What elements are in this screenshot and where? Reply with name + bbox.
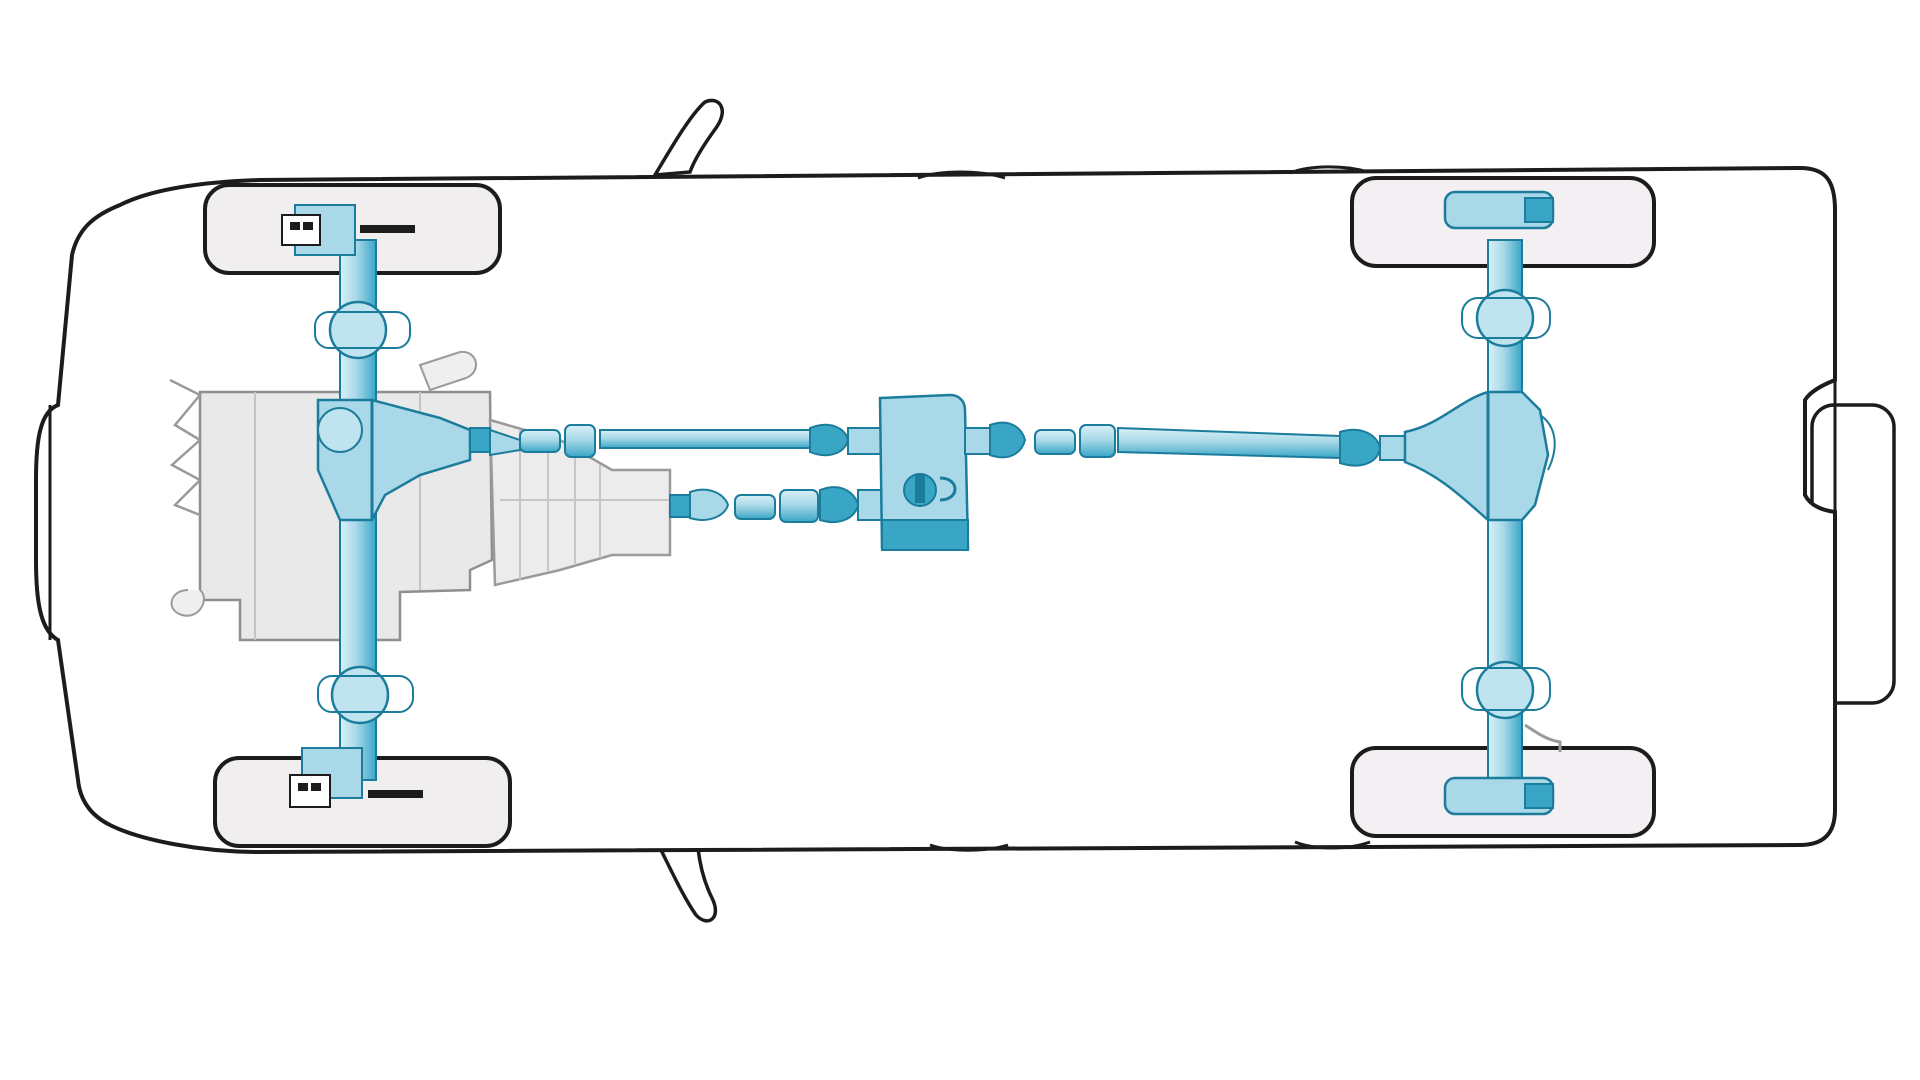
- front-propshaft: [469, 423, 884, 458]
- gearbox: [488, 418, 672, 587]
- transfer-case: [878, 393, 970, 551]
- mirror-right: [657, 846, 718, 923]
- exhaust: [1524, 723, 1562, 752]
- rear-propshaft: [964, 421, 1406, 467]
- mirror-left: [651, 98, 724, 178]
- rear-axle: [1403, 190, 1556, 816]
- front-axle: [281, 204, 472, 808]
